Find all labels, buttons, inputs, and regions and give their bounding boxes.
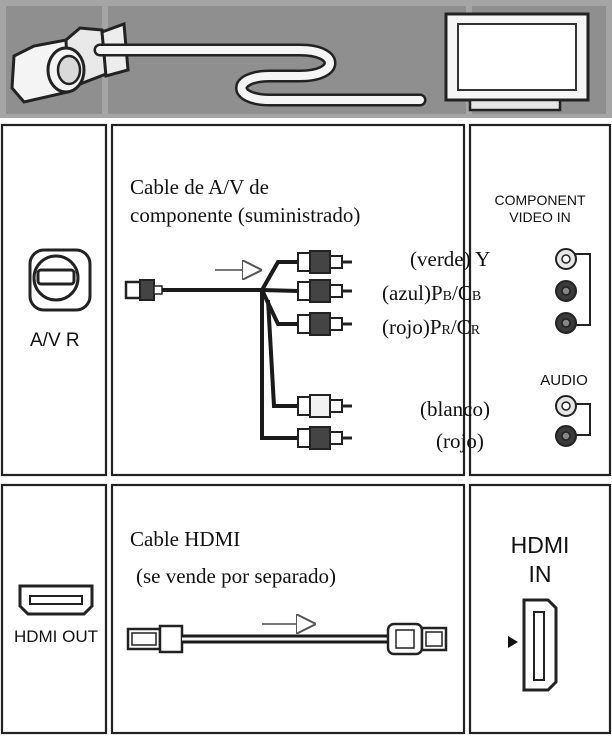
audio-jack-bracket <box>575 403 591 436</box>
tv-icon <box>444 12 590 112</box>
hdmi-row: HDMI OUT Cable HDMI (se vende por separa… <box>0 483 612 735</box>
video-jack-bracket <box>575 253 591 326</box>
hdmi-in-port-icon <box>508 598 558 692</box>
component-cable-title-line2: componente (suministrado) <box>130 203 360 227</box>
component-cable-cell <box>110 123 466 477</box>
label-green-y: (verde) Y <box>410 247 490 271</box>
jack-pr-icon <box>555 312 577 334</box>
label-white: (blanco) <box>420 397 490 421</box>
hdmi-out-port-icon <box>18 584 94 616</box>
label-red-pr-cr: (rojo)PR/CR <box>382 315 481 339</box>
hdmi-in-label-line2: IN <box>529 561 552 587</box>
hdmi-cable-icon <box>126 624 448 656</box>
jack-audio-white-icon <box>555 395 577 417</box>
header-band <box>0 0 612 118</box>
av-r-label: A/V R <box>30 330 80 351</box>
hdmi-out-label: HDMI OUT <box>14 627 98 646</box>
hdmi-in-marker-icon <box>508 636 518 648</box>
rca-plug-red-audio <box>297 426 352 450</box>
component-row: A/V R Cable de A/V de componente (sumini… <box>0 123 612 477</box>
component-video-in-label-line1: COMPONENT <box>495 192 586 208</box>
jack-y-icon <box>555 248 577 270</box>
tv-component-cell <box>468 123 612 477</box>
header-cable-icon <box>93 43 427 107</box>
rca-plug-blue <box>297 279 352 303</box>
hdmi-in-label-line1: HDMI <box>511 532 570 558</box>
hdmi-cable-title-line1: Cable HDMI <box>130 527 240 551</box>
av-r-jack-icon <box>28 248 92 312</box>
jack-pb-icon <box>555 280 577 302</box>
label-blue-pb-cb: (azul)PB/CB <box>382 281 481 305</box>
rca-plug-green <box>297 250 352 274</box>
component-cable-title-line1: Cable de A/V de <box>130 175 269 199</box>
rca-plug-red-video <box>297 312 352 336</box>
audio-label: AUDIO <box>540 372 588 389</box>
label-red-audio: (rojo) <box>436 429 484 453</box>
jack-audio-red-icon <box>555 425 577 447</box>
hdmi-cable-title-line2: (se vende por separado) <box>136 564 336 588</box>
component-video-in-label-line2: VIDEO IN <box>509 209 570 225</box>
hdmi-cable-cell <box>110 483 466 735</box>
component-cable-icon <box>124 260 299 440</box>
rca-plug-white <box>297 394 352 418</box>
